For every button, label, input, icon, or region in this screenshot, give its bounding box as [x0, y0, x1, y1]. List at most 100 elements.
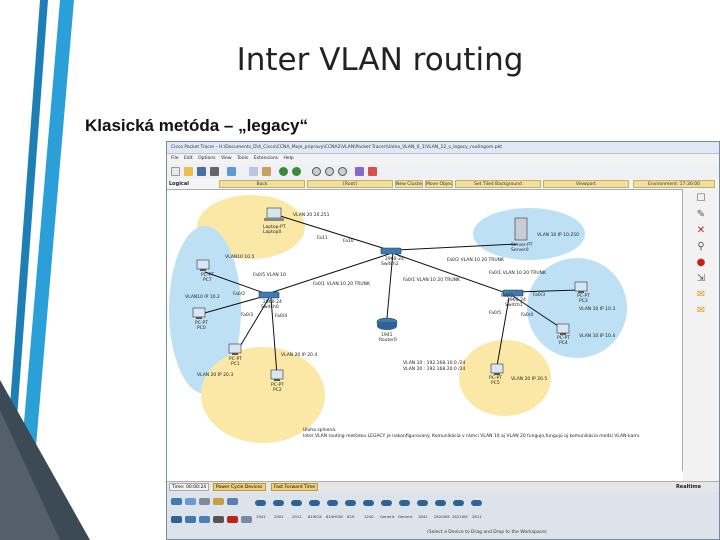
pc1-type: PC-PT	[229, 356, 242, 362]
menu-help[interactable]: Help	[283, 156, 294, 161]
pc3-type: PC-PT	[577, 293, 590, 299]
pc7-icon[interactable]	[196, 259, 210, 271]
set-tiled-background-button[interactable]: Set Tiled Background	[455, 180, 541, 188]
window-titlebar: Cisco Packet Tracer - H:\Documents_D\4_C…	[167, 142, 719, 154]
router0-icon[interactable]	[376, 317, 398, 330]
pc0-name: PC0	[197, 325, 206, 331]
sub-wireless-icon[interactable]	[213, 516, 224, 523]
server0-name: Server0	[511, 247, 529, 253]
sub-security-icon[interactable]	[227, 516, 238, 523]
logical-label: Logical	[169, 181, 189, 187]
pc4-icon[interactable]	[556, 323, 570, 335]
device-model-1240-icon[interactable]	[363, 500, 374, 506]
paste-icon[interactable]	[262, 167, 271, 176]
category-end-devices-icon[interactable]	[185, 498, 196, 505]
device-model-819hgw-icon[interactable]	[327, 500, 338, 506]
slide-title: Inter VLAN routing	[236, 42, 524, 78]
zoom-reset-icon[interactable]	[325, 167, 334, 176]
category-connections-icon[interactable]	[213, 498, 224, 505]
device-model-2811-icon[interactable]	[471, 500, 482, 506]
category-network-devices-icon[interactable]	[171, 498, 182, 505]
device-model-1941-icon[interactable]	[255, 500, 266, 506]
server0-icon[interactable]	[514, 217, 528, 241]
device-model-2911-icon[interactable]	[291, 500, 302, 506]
switch1-icon[interactable]	[502, 289, 524, 297]
pc7-name: PC7	[203, 277, 212, 283]
open-folder-icon[interactable]	[184, 167, 193, 176]
category-misc-icon[interactable]	[227, 498, 238, 505]
new-file-icon[interactable]	[171, 167, 180, 176]
pc1-vlan: VLAN 20 IP 20.3	[197, 372, 233, 378]
new-cluster-button[interactable]: New Cluster	[395, 180, 423, 188]
category-components-icon[interactable]	[199, 498, 210, 505]
pc4-name: PC4	[559, 340, 568, 346]
power-cycle-button[interactable]: Power Cycle Devices	[213, 483, 266, 491]
move-object-button[interactable]: Move Object	[425, 180, 453, 188]
logical-workspace[interactable]: Laptop-PT Laptop0 VLAN 20 20.251 PC-PT P…	[167, 189, 683, 471]
menu-edit[interactable]: Edit	[183, 156, 193, 161]
device-model-819iox-icon[interactable]	[309, 500, 320, 506]
menu-file[interactable]: File	[171, 156, 179, 161]
realtime-mode-label[interactable]: Realtime	[675, 484, 701, 490]
pc7-vlan: VLAN10 10.5	[225, 254, 254, 260]
pc2-icon[interactable]	[270, 369, 284, 381]
wizard-icon[interactable]	[227, 167, 236, 176]
menu-extensions[interactable]: Extensions	[253, 156, 279, 161]
menu-view[interactable]: View	[220, 156, 232, 161]
add-complex-pdu-icon[interactable]: ✉	[696, 305, 706, 316]
pc1-icon[interactable]	[228, 343, 242, 355]
device-model-1841-icon[interactable]	[417, 500, 428, 506]
zoom-out-icon[interactable]	[338, 167, 347, 176]
device-model-generic-2-icon[interactable]	[399, 500, 410, 506]
packet-tracer-screenshot: Cisco Packet Tracer - H:\Documents_D\4_C…	[166, 141, 720, 540]
menu-options[interactable]: Options	[198, 156, 216, 161]
pc2-type: PC-PT	[271, 382, 284, 388]
laptop0-name: Laptop0	[263, 229, 281, 235]
menu-tools[interactable]: Tools	[237, 156, 249, 161]
sub-routers-icon[interactable]	[171, 516, 182, 523]
device-model-2901-icon[interactable]	[273, 500, 284, 506]
select-icon[interactable]: ☐	[696, 193, 706, 204]
device-model-label: 2811	[472, 514, 482, 519]
device-model-829-icon[interactable]	[345, 500, 356, 506]
device-model-label: 819IOX	[308, 514, 322, 519]
switch0-icon[interactable]	[258, 291, 280, 299]
pc5-icon[interactable]	[490, 363, 504, 375]
iface-sw0-fa02: Fa0/2	[233, 291, 245, 297]
inspect-icon[interactable]: ✎	[696, 209, 706, 220]
device-model-2621xm-icon[interactable]	[453, 500, 464, 506]
print-icon[interactable]	[210, 167, 219, 176]
sub-wan-icon[interactable]	[241, 516, 252, 523]
custom-device-icon[interactable]	[368, 167, 377, 176]
pc5-name: PC5	[491, 380, 500, 386]
pc3-icon[interactable]	[574, 281, 588, 293]
save-icon[interactable]	[197, 167, 206, 176]
environment-button[interactable]: Environment: 17:30:00	[633, 180, 715, 188]
delete-icon[interactable]: ✕	[696, 225, 706, 236]
sub-switches-icon[interactable]	[185, 516, 196, 523]
palette-icon[interactable]	[355, 167, 364, 176]
iface-sw1-fa03: Fa0/3	[533, 292, 545, 298]
iface-sw0-trunk: Fa0/1 VLAN 10 20 TRUNK	[313, 281, 371, 287]
logical-bar: Logical Back [Root] New Cluster Move Obj…	[167, 179, 719, 189]
back-button[interactable]: Back	[219, 180, 305, 188]
switch0-name: Switch0	[261, 304, 279, 310]
root-button[interactable]: [Root]	[307, 180, 393, 188]
fast-forward-button[interactable]: Fast Forward Time	[271, 483, 319, 491]
undo-icon[interactable]	[279, 167, 288, 176]
zoom-in-icon[interactable]	[312, 167, 321, 176]
device-model-generic-icon[interactable]	[381, 500, 392, 506]
draw-shape-icon[interactable]: ●	[696, 257, 706, 268]
laptop0-icon[interactable]	[264, 207, 284, 221]
redo-icon[interactable]	[292, 167, 301, 176]
switch2-icon[interactable]	[380, 247, 402, 255]
sub-hubs-icon[interactable]	[199, 516, 210, 523]
resize-icon[interactable]: ⇲	[696, 273, 706, 284]
magnify-icon[interactable]: ⚲	[697, 241, 705, 252]
add-simple-pdu-icon[interactable]: ✉	[696, 289, 706, 300]
viewport-button[interactable]: Viewport	[543, 180, 629, 188]
device-model-2620xm-icon[interactable]	[435, 500, 446, 506]
switch2-name: Switch2	[381, 261, 399, 267]
copy-icon[interactable]	[249, 167, 258, 176]
pc0-icon[interactable]	[192, 307, 206, 319]
